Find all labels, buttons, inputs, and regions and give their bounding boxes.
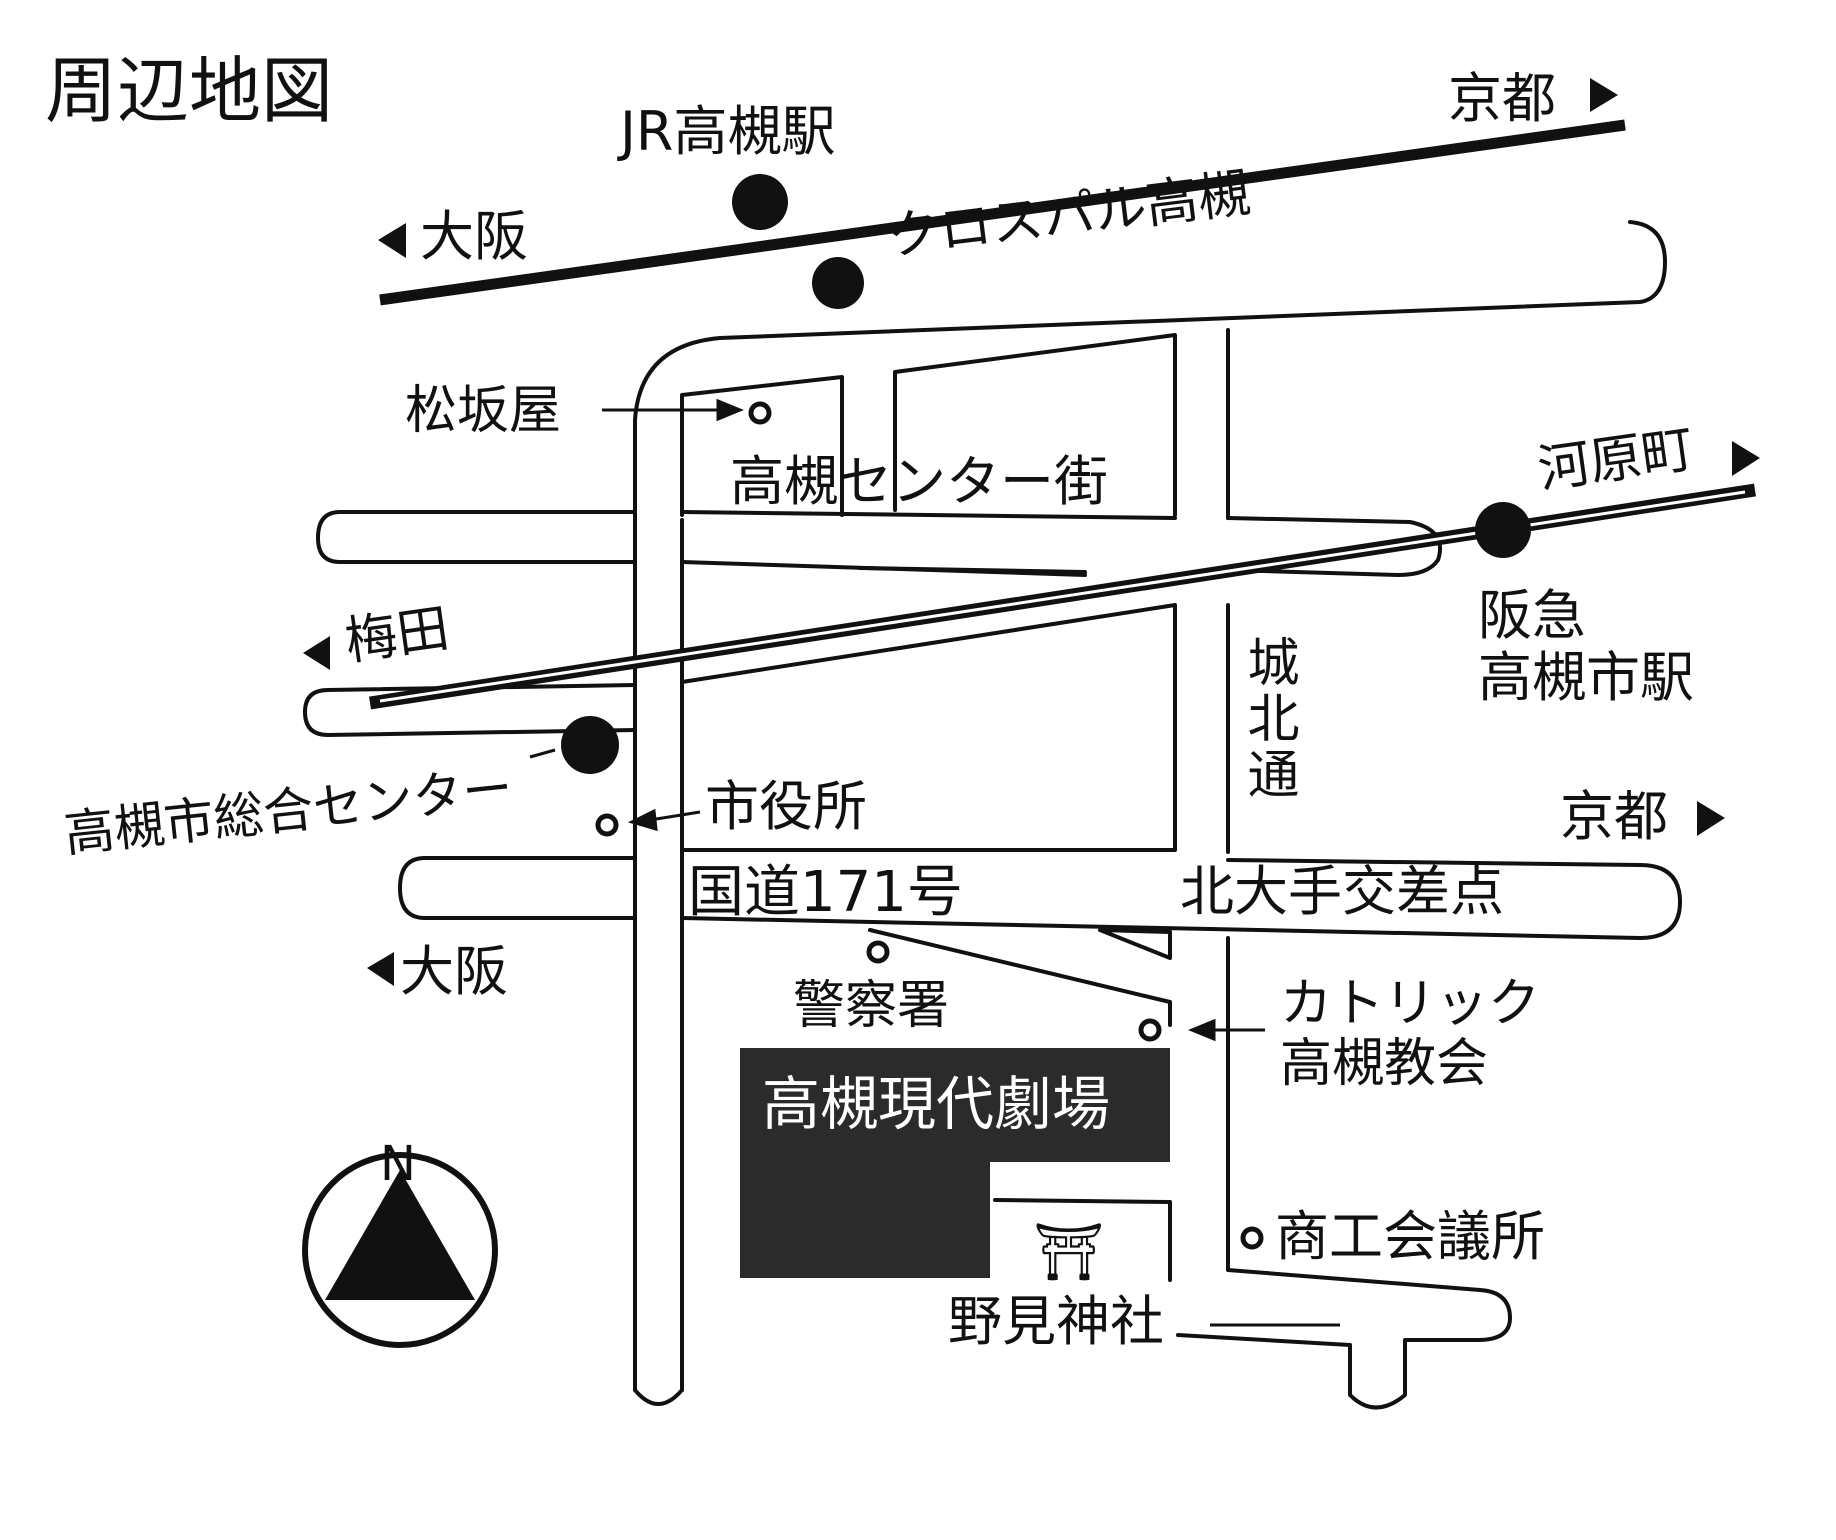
road-diagonal xyxy=(868,928,1172,1027)
road-center-street-west xyxy=(316,510,637,564)
road-left-vertical xyxy=(633,220,1667,1392)
road-route171-west xyxy=(398,856,637,920)
general-center-marker-icon xyxy=(561,716,619,774)
johoku-dori-label: 城北通 xyxy=(1238,635,1298,803)
road-west-lower xyxy=(303,683,637,737)
matsuzakaya-dot-icon xyxy=(748,401,772,425)
jr-station-label: JR高槻駅 xyxy=(620,100,836,163)
block-f xyxy=(1176,936,1512,1410)
city-hall-dot-icon xyxy=(595,813,619,837)
jr-railway xyxy=(379,119,1626,306)
route171-east-arrow-icon xyxy=(1697,801,1725,836)
jr-west-direction-label: 大阪 xyxy=(420,205,528,268)
compass-north-label: N xyxy=(380,1136,416,1192)
map-title: 周辺地図 xyxy=(45,49,334,133)
matsuzakaya-label: 松坂屋 xyxy=(405,381,562,441)
city-hall-label: 市役所 xyxy=(705,775,867,838)
jr-west-arrow-icon xyxy=(378,223,406,258)
jr-station-marker-icon xyxy=(732,174,788,230)
chamber-of-commerce-label: 商工会議所 xyxy=(1275,1205,1545,1268)
city-hall-pointer xyxy=(649,810,701,822)
crosspal-marker-icon xyxy=(812,257,864,309)
compass-arrow-icon xyxy=(325,1170,475,1300)
jr-east-arrow-icon xyxy=(1590,78,1618,112)
church-dot-icon xyxy=(1138,1018,1162,1042)
road-center-street-north xyxy=(680,510,1177,520)
hankyu-west-arrow-icon xyxy=(303,636,330,670)
road-center-street-far-east xyxy=(1226,516,1442,577)
hankyu-station-marker-icon xyxy=(1475,502,1531,558)
road-left-end-cap xyxy=(633,1388,684,1406)
hankyu-station-label: 阪急 高槻市駅 xyxy=(1478,584,1694,710)
catholic-church-label: カトリック 高槻教会 xyxy=(1280,974,1541,1094)
block-shrine xyxy=(993,1198,1172,1282)
center-street-label: 高槻センター街 xyxy=(730,450,1108,513)
route171-label: 国道171号 xyxy=(688,860,963,925)
hankyu-west-direction-label: 梅田 xyxy=(341,598,453,673)
road-diagonal-wedge xyxy=(1098,928,1172,960)
theater-label: 高槻現代劇場 xyxy=(762,1070,1111,1138)
block-b xyxy=(893,333,1177,517)
route171-west-direction-label: 大阪 xyxy=(400,940,508,1003)
route171-west-arrow-icon xyxy=(367,952,394,986)
hankyu-east-arrow-icon xyxy=(1732,441,1760,476)
theater-building xyxy=(740,1048,1170,1278)
general-center-pointer xyxy=(529,748,556,759)
shrine-symbol-icon: ⛩ xyxy=(1033,1220,1105,1285)
route171-east-direction-label: 京都 xyxy=(1560,785,1668,848)
nomi-shrine-label: 野見神社 xyxy=(948,1290,1164,1353)
block-d xyxy=(680,603,1177,852)
jr-east-direction-label: 京都 xyxy=(1448,67,1556,130)
block-a xyxy=(680,375,844,517)
police-label: 警察署 xyxy=(793,976,950,1036)
chamber-dot-icon xyxy=(1240,1226,1264,1250)
police-dot-icon xyxy=(866,940,890,964)
kitaote-intersection-label: 北大手交差点 xyxy=(1180,860,1504,923)
road-route171-east xyxy=(680,858,1682,940)
road-centerstreet-wedge xyxy=(858,566,1087,574)
